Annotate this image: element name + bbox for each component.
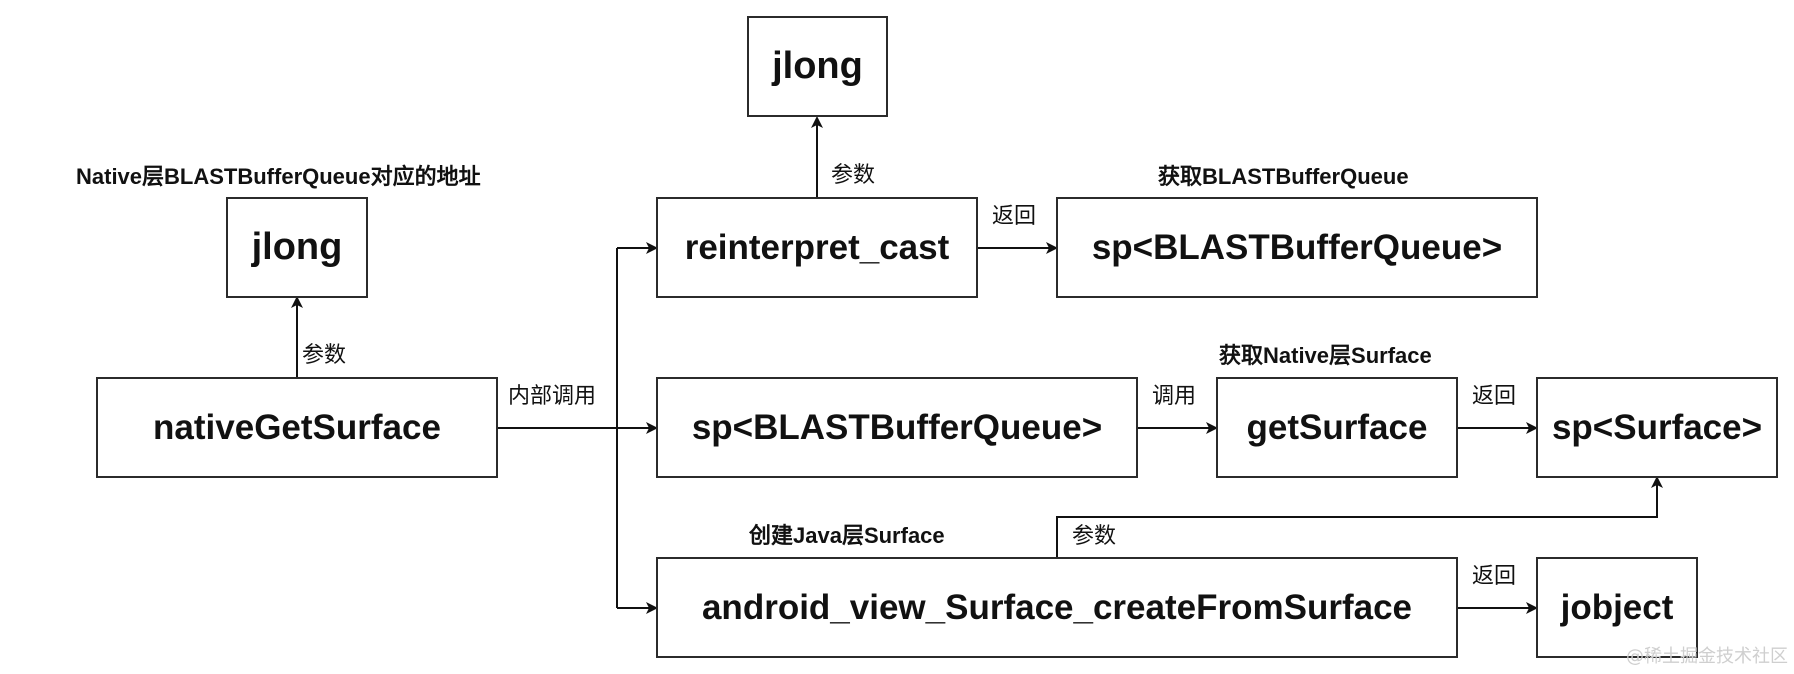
- internal-call-label: 内部调用: [508, 383, 597, 408]
- return-top-label: 返回: [992, 203, 1037, 228]
- sp-surface-node: sp<Surface>: [1536, 377, 1778, 478]
- reinterpret-cast-node: reinterpret_cast: [656, 197, 978, 298]
- create-java-surface-label: 创建Java层Surface: [749, 523, 945, 548]
- native-get-surface-node: nativeGetSurface: [96, 377, 498, 478]
- jobject-node: jobject: [1536, 557, 1698, 658]
- return-mid-label: 返回: [1472, 383, 1517, 408]
- create-from-surface-node: android_view_Surface_createFromSurface: [656, 557, 1458, 658]
- param-left-label: 参数: [302, 342, 347, 367]
- return-bottom-label: 返回: [1472, 563, 1517, 588]
- jlong-top-node: jlong: [747, 16, 888, 117]
- param-top-label: 参数: [831, 162, 876, 187]
- get-bbq-label: 获取BLASTBufferQueue: [1158, 164, 1409, 189]
- watermark: @稀土掘金技术社区: [1626, 646, 1788, 667]
- get-surface-node: getSurface: [1216, 377, 1458, 478]
- param-bottom-label: 参数: [1072, 523, 1117, 548]
- arrow-create-to-sp-surface: [1056, 476, 1663, 557]
- sp-bbq-mid-node: sp<BLASTBufferQueue>: [656, 377, 1138, 478]
- sp-bbq-top-node: sp<BLASTBufferQueue>: [1056, 197, 1538, 298]
- call-mid-label: 调用: [1152, 383, 1197, 408]
- jlong-left-node: jlong: [226, 197, 368, 298]
- get-native-surface-label: 获取Native层Surface: [1219, 343, 1432, 368]
- native-bbq-address-label: Native层BLASTBufferQueue对应的地址: [76, 164, 481, 189]
